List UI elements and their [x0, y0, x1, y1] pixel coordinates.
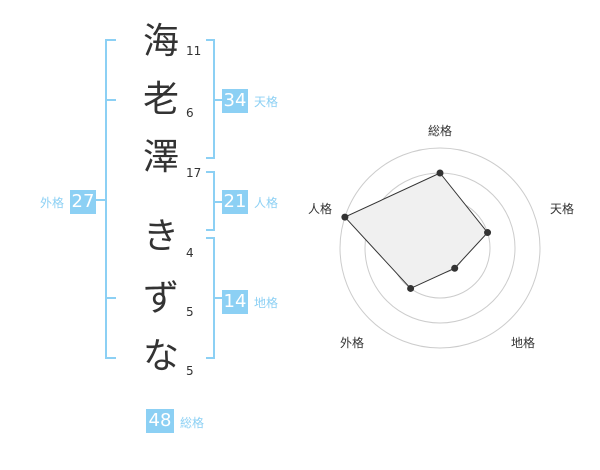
radar-polygon [344, 172, 489, 290]
chikaku-label: 地格 [254, 296, 279, 310]
gaikaku-value: 27 [70, 190, 96, 214]
stroke-count-3: 17 [186, 166, 202, 180]
soukaku-label: 総格 [180, 416, 205, 430]
radar-point-3 [407, 284, 415, 292]
tenkaku-label: 天格 [254, 95, 279, 109]
radar-points [341, 169, 492, 292]
name-char-6: な [142, 336, 179, 377]
radar-label-tenkaku: 天格 [550, 202, 575, 216]
soukaku-value: 48 [146, 409, 174, 433]
name-char-3: 澤 [142, 137, 179, 178]
radar-point-0 [436, 169, 444, 177]
tenkaku-value: 34 [222, 89, 248, 113]
radar-ring [339, 147, 541, 349]
stroke-count-1: 11 [186, 44, 202, 58]
jinkaku-value: 21 [222, 190, 248, 214]
radar-point-4 [341, 213, 349, 221]
name-char-4: き [142, 216, 179, 257]
radar-label-gaikaku: 外格 [340, 336, 365, 350]
stroke-count-6: 5 [186, 364, 194, 378]
radar-label-jinkaku: 人格 [308, 202, 333, 216]
stroke-count-2: 6 [186, 106, 194, 120]
name-char-5: ず [142, 278, 179, 319]
radar-point-2 [451, 264, 459, 272]
name-char-2: 老 [142, 79, 179, 120]
radar-label-chikaku: 地格 [511, 336, 536, 350]
radar-point-1 [484, 229, 492, 237]
stroke-count-4: 4 [186, 246, 194, 260]
jinkaku-label: 人格 [254, 196, 279, 210]
stroke-count-5: 5 [186, 305, 194, 319]
chikaku-value: 14 [222, 290, 248, 314]
gaikaku-label: 外格 [40, 196, 65, 210]
name-char-1: 海 [142, 21, 179, 62]
radar-label-soukaku: 総格 [428, 124, 453, 138]
